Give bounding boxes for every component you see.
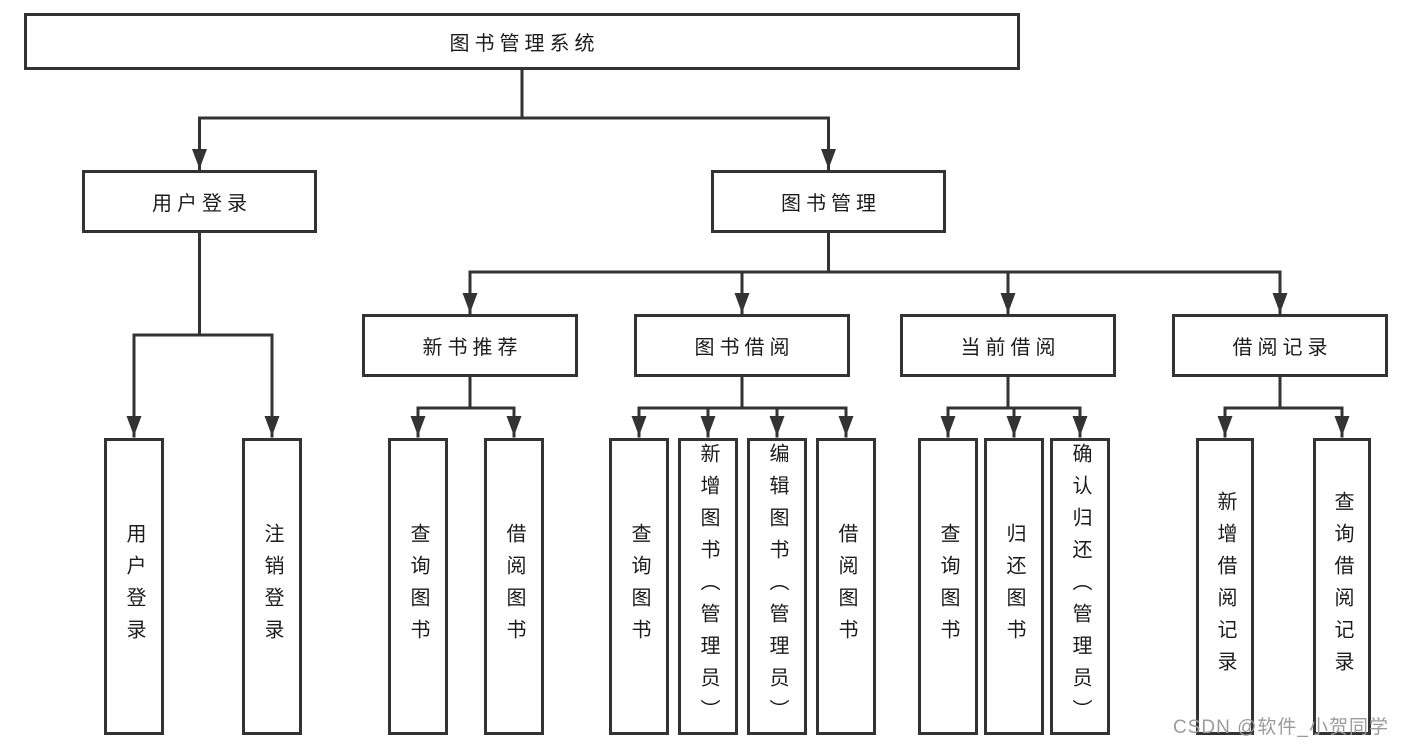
leaf-user-login: 用户登录	[104, 438, 164, 735]
leaf-query-books-2: 查询图书	[609, 438, 669, 735]
node-book-management: 图书管理	[711, 170, 946, 233]
node-book-management-label: 图书管理	[781, 193, 881, 215]
leaf-query-books-1: 查询图书	[388, 438, 448, 735]
leaf-add-books-admin: 新增图书（管理员）	[678, 438, 738, 735]
leaf-user-login-label: 用户登录	[123, 522, 145, 651]
leaf-query-books-2-label: 查询图书	[628, 522, 650, 651]
node-new-book-recommend-label: 新书推荐	[422, 337, 523, 359]
leaf-add-books-admin-label: 新增图书（管理员）	[697, 442, 719, 731]
node-root: 图书管理系统	[24, 13, 1020, 70]
leaf-logout: 注销登录	[242, 438, 302, 735]
leaf-query-borrow-record-label: 查询借阅记录	[1331, 490, 1353, 683]
node-root-label: 图书管理系统	[449, 33, 600, 55]
leaf-borrow-books-1: 借阅图书	[484, 438, 544, 735]
node-user-login-label: 用户登录	[152, 193, 252, 215]
leaf-borrow-books-2-label: 借阅图书	[835, 522, 857, 651]
leaf-query-books-3: 查询图书	[918, 438, 978, 735]
node-current-borrowing-label: 当前借阅	[960, 337, 1061, 359]
node-borrowing-records-label: 借阅记录	[1232, 337, 1333, 359]
node-book-borrowing-label: 图书借阅	[694, 337, 795, 359]
leaf-add-borrow-record: 新增借阅记录	[1196, 438, 1254, 735]
leaf-add-borrow-record-label: 新增借阅记录	[1214, 490, 1236, 683]
leaf-logout-label: 注销登录	[261, 522, 283, 651]
node-book-borrowing: 图书借阅	[634, 314, 850, 377]
watermark-text: CSDN @软件_小贺同学	[1173, 717, 1389, 738]
node-new-book-recommend: 新书推荐	[362, 314, 578, 377]
leaf-return-books-label: 归还图书	[1003, 522, 1025, 651]
leaf-borrow-books-1-label: 借阅图书	[503, 522, 525, 651]
leaf-query-books-1-label: 查询图书	[407, 522, 429, 651]
leaf-borrow-books-2: 借阅图书	[816, 438, 876, 735]
leaf-query-borrow-record: 查询借阅记录	[1313, 438, 1371, 735]
leaf-query-books-3-label: 查询图书	[937, 522, 959, 651]
node-user-login: 用户登录	[82, 170, 317, 233]
leaf-confirm-return-admin: 确认归还（管理员）	[1050, 438, 1110, 735]
node-current-borrowing: 当前借阅	[900, 314, 1116, 377]
leaf-return-books: 归还图书	[984, 438, 1044, 735]
node-borrowing-records: 借阅记录	[1172, 314, 1388, 377]
leaf-edit-books-admin-label: 编辑图书（管理员）	[766, 442, 788, 731]
leaf-edit-books-admin: 编辑图书（管理员）	[747, 438, 807, 735]
leaf-confirm-return-admin-label: 确认归还（管理员）	[1069, 442, 1091, 731]
